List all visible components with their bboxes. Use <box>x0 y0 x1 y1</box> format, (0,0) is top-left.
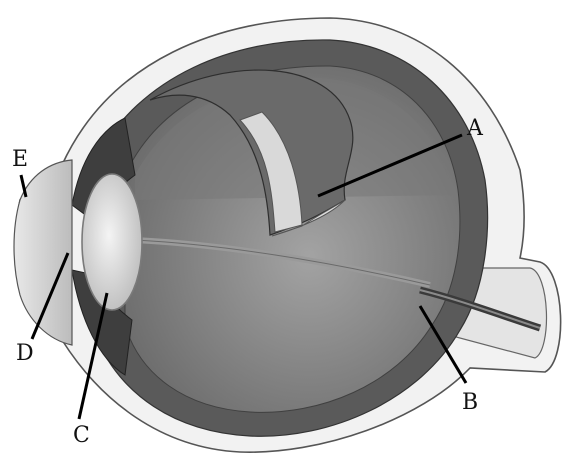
label-c: C <box>73 425 90 447</box>
label-d: D <box>16 343 34 365</box>
label-b: B <box>462 392 478 414</box>
lens <box>82 174 142 310</box>
label-a: A <box>467 118 483 140</box>
label-e: E <box>12 149 28 171</box>
